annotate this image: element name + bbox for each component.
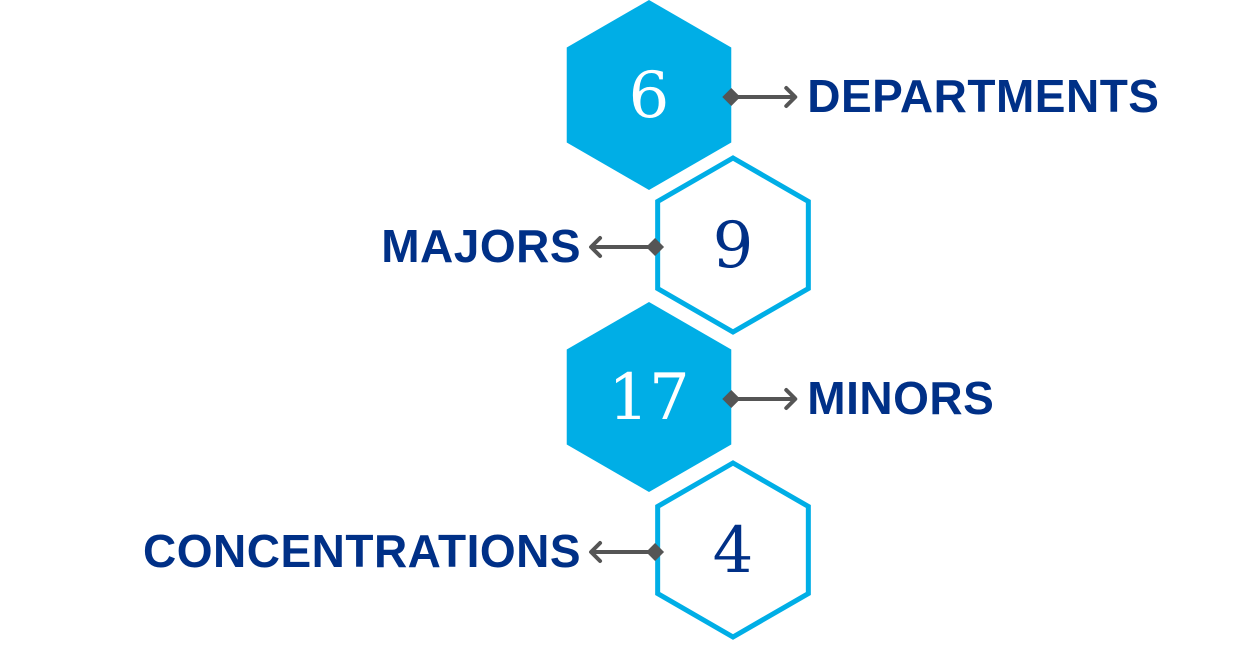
- hexagon-concentrations: [655, 460, 811, 640]
- stat-item-departments: 6 DEPARTMENTS: [566, 0, 1159, 190]
- hexagon-minors: [566, 302, 732, 492]
- value-majors: 9: [713, 209, 754, 283]
- arrowhead-icon: [589, 541, 603, 563]
- connector-arrow-concentrations: [589, 541, 665, 563]
- value-departments: 6: [629, 59, 670, 133]
- connector-arrow-majors: [589, 236, 665, 258]
- label-departments: DEPARTMENTS: [807, 70, 1159, 122]
- hexagon-departments: [566, 0, 732, 190]
- arrowhead-icon: [589, 236, 603, 258]
- value-concentrations: 4: [713, 514, 754, 588]
- hexagon-majors: [655, 155, 811, 335]
- label-majors: MAJORS: [381, 220, 581, 272]
- stat-item-minors: 17 MINORS: [566, 302, 994, 492]
- value-minors: 17: [608, 361, 689, 435]
- arrowhead-icon: [784, 388, 798, 410]
- connector-arrow-departments: [722, 86, 798, 108]
- stat-item-concentrations: 4 CONCENTRATIONS: [143, 460, 811, 640]
- connector-arrow-minors: [722, 388, 798, 410]
- label-minors: MINORS: [807, 372, 994, 424]
- stat-item-majors: 9 MAJORS: [381, 155, 811, 335]
- label-concentrations: CONCENTRATIONS: [143, 525, 581, 577]
- arrowhead-icon: [784, 86, 798, 108]
